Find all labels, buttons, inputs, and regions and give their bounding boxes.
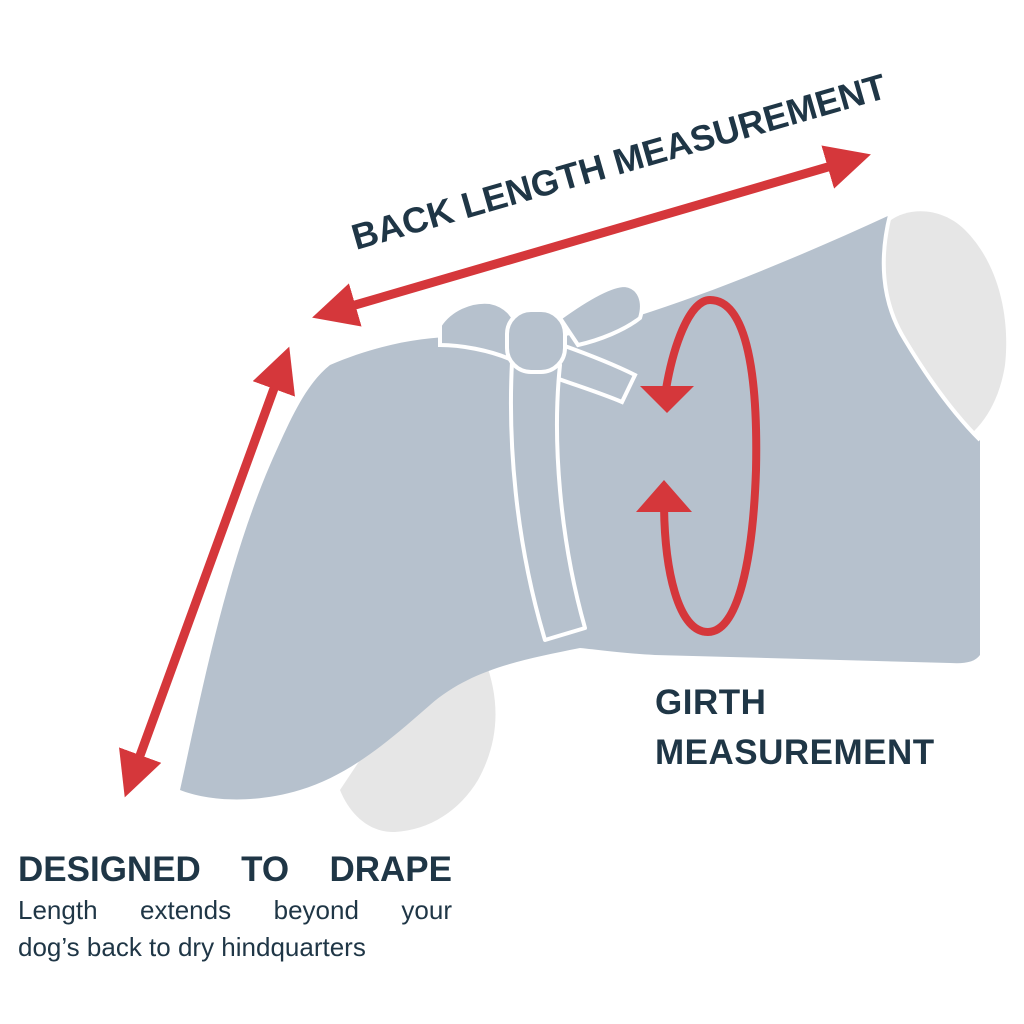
back-length-arrow — [312, 145, 871, 327]
bow-tail — [553, 342, 638, 405]
bow-knot — [505, 308, 567, 374]
strap-band — [508, 360, 587, 642]
girth-arrowhead-upper — [640, 386, 694, 413]
coat-neck-edge — [881, 214, 982, 442]
drape-caption: DESIGNED TO DRAPE Length extends beyond … — [18, 848, 452, 966]
drape-description: Length extends beyond your dog’s back to… — [18, 892, 452, 966]
girth-loop-arrow — [660, 295, 761, 637]
drape-length-arrow — [119, 346, 295, 798]
drape-description-line1: Length extends beyond your — [18, 895, 452, 925]
girth-label-line1: GIRTH — [655, 683, 767, 722]
coat-body-shape — [180, 215, 980, 800]
drape-title: DESIGNED TO DRAPE — [18, 850, 452, 889]
girth-arrowhead-lower — [636, 480, 692, 512]
dog-leg-shape — [340, 660, 496, 833]
girth-label-line2: MEASUREMENT — [655, 733, 935, 772]
girth-label: GIRTH MEASUREMENT — [655, 678, 995, 778]
drape-description-line2: dog’s back to dry hindquarters — [18, 932, 366, 962]
